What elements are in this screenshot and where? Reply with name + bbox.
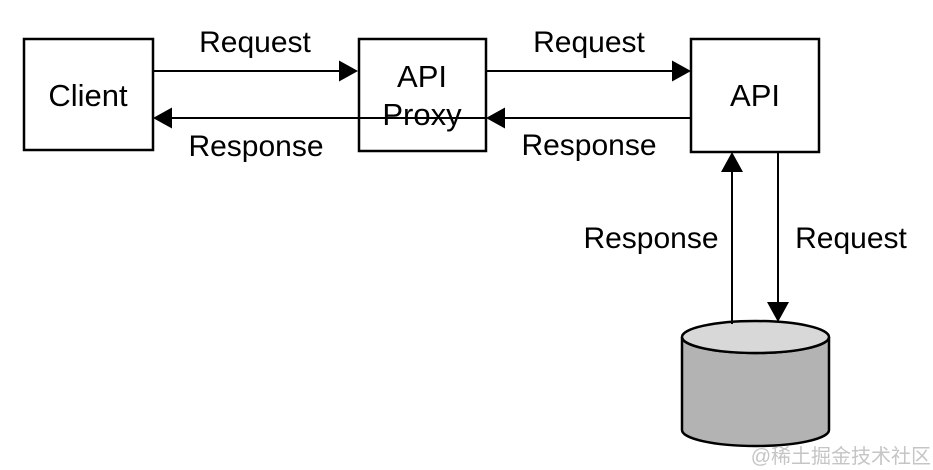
edge-api-to-db: Request: [767, 152, 908, 322]
database-node: [680, 319, 831, 448]
edge-proxy-to-api: Request: [486, 26, 691, 82]
arrowhead-right-icon: [339, 60, 358, 82]
arrowhead-left-icon: [153, 107, 172, 129]
edge-proxy-to-client: Response: [153, 107, 486, 163]
client-box: [22, 37, 155, 152]
edge-client-to-proxy: Request: [153, 26, 358, 82]
edge-label-proxy-to-api: Request: [533, 26, 645, 59]
database-cylinder-top: [680, 319, 831, 355]
arrowhead-up-icon: [721, 152, 743, 172]
api-node: API: [689, 37, 821, 154]
api-proxy-label-line2: Proxy: [382, 97, 462, 132]
watermark-text: @稀土掘金技术社区: [751, 445, 931, 468]
api-proxy-node: API Proxy: [357, 37, 488, 153]
client-node: Client: [22, 37, 155, 152]
api-label: API: [730, 78, 780, 113]
edge-label-db-to-api: Response: [583, 222, 718, 255]
edge-label-api-to-db: Request: [795, 222, 907, 255]
arrowhead-right-icon: [672, 60, 691, 82]
edge-label-client-to-proxy: Request: [199, 26, 311, 59]
client-label: Client: [48, 78, 128, 113]
api-proxy-label-line1: API: [397, 59, 447, 94]
arrowhead-down-icon: [767, 302, 789, 322]
api-proxy-box: [357, 37, 488, 153]
edge-db-to-api: Response: [583, 152, 743, 324]
edge-api-to-proxy: Response: [486, 107, 691, 162]
api-box: [689, 37, 821, 154]
arrowhead-left-icon: [486, 107, 505, 129]
edge-label-api-to-proxy: Response: [521, 129, 656, 162]
edge-label-proxy-to-client: Response: [188, 130, 323, 163]
